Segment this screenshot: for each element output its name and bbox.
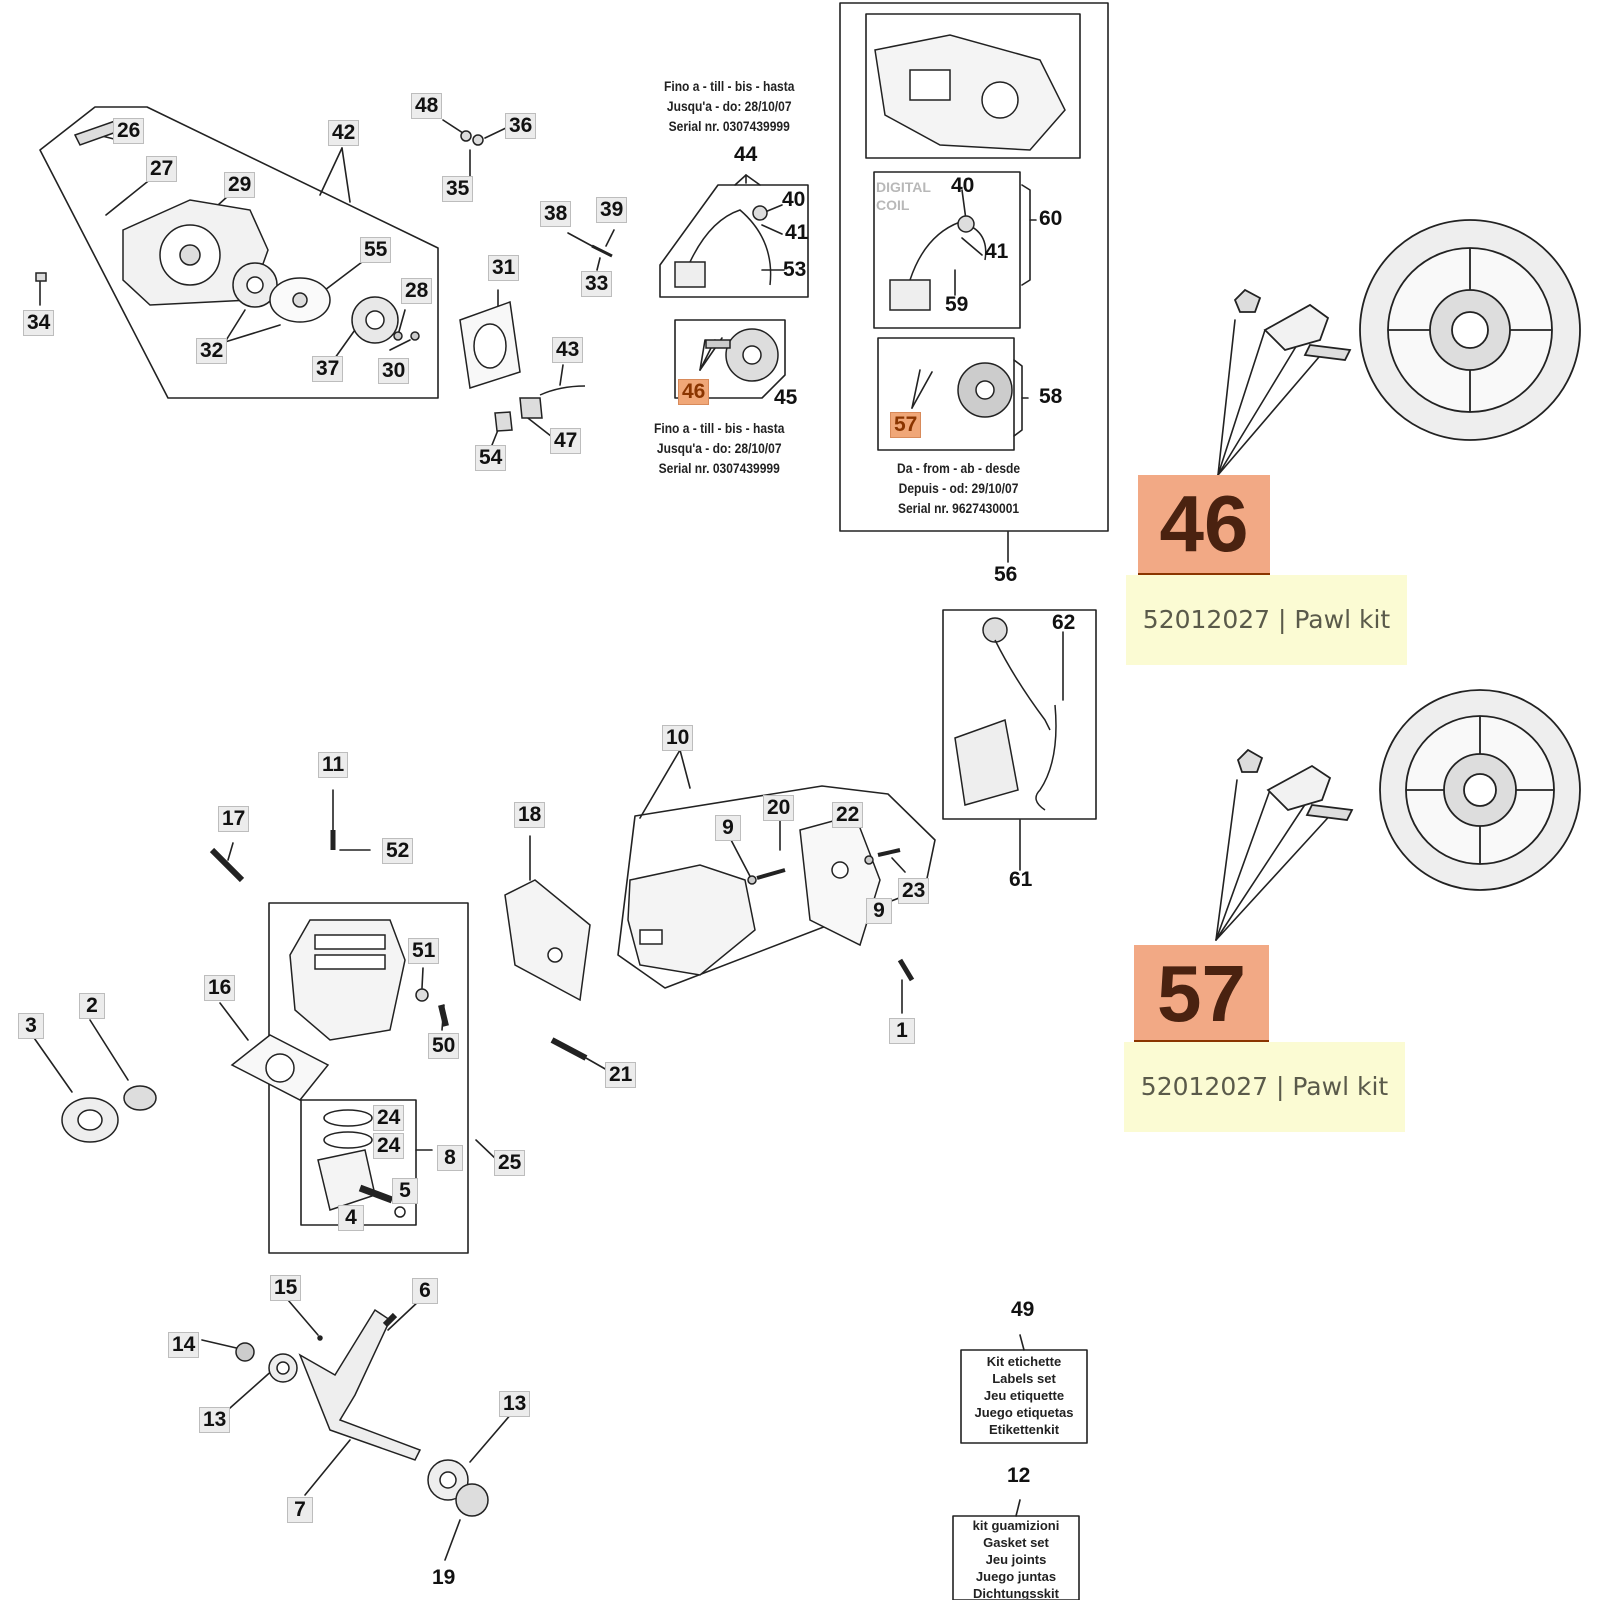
- box-61-outline: [942, 609, 1097, 820]
- pawl-group-outline-45: [674, 319, 786, 399]
- heat-shield-part: [504, 879, 591, 1002]
- highlight-46-badge[interactable]: 46: [1138, 475, 1270, 575]
- callout-33[interactable]: 33: [581, 271, 613, 297]
- callout-27[interactable]: 27: [146, 156, 178, 182]
- callout-56[interactable]: 56: [994, 563, 1018, 586]
- callout-43[interactable]: 43: [552, 337, 584, 363]
- callout-62[interactable]: 62: [1052, 611, 1076, 634]
- callout-16[interactable]: 16: [204, 975, 236, 1001]
- callout-35[interactable]: 35: [442, 176, 474, 202]
- callout-47[interactable]: 47: [550, 428, 582, 454]
- callout-17[interactable]: 17: [218, 806, 250, 832]
- callout-51[interactable]: 51: [408, 938, 440, 964]
- callout-18[interactable]: 18: [514, 802, 546, 828]
- callout-11[interactable]: 11: [318, 752, 349, 778]
- engine-block-sketch: [874, 34, 1066, 151]
- callout-28[interactable]: 28: [401, 278, 433, 304]
- callout-2[interactable]: 2: [79, 993, 105, 1019]
- callout-15[interactable]: 15: [270, 1275, 302, 1301]
- callout-21[interactable]: 21: [605, 1062, 637, 1088]
- callout-24-upper[interactable]: 24: [373, 1105, 405, 1131]
- callout-10[interactable]: 10: [662, 725, 694, 751]
- callout-41-coil[interactable]: 41: [785, 221, 809, 244]
- cylinder-part: [289, 919, 406, 1041]
- callout-29[interactable]: 29: [224, 172, 256, 198]
- callout-39[interactable]: 39: [596, 197, 628, 223]
- note-from-serial-56: Da - from - ab - desde Depuis - od: 29/1…: [897, 460, 1021, 516]
- starter-group-outline: [39, 106, 439, 399]
- callout-6[interactable]: 6: [412, 1278, 438, 1304]
- labels-kit-text: Kit etichette Labels set Jeu etiquette J…: [974, 1354, 1074, 1437]
- box-58-outline: [877, 337, 1015, 451]
- callout-55[interactable]: 55: [360, 237, 392, 263]
- callout-53[interactable]: 53: [783, 258, 807, 281]
- callout-12[interactable]: 12: [1007, 1464, 1031, 1487]
- callout-32[interactable]: 32: [196, 338, 228, 364]
- callout-30[interactable]: 30: [378, 358, 410, 384]
- callout-38[interactable]: 38: [540, 201, 572, 227]
- callout-31[interactable]: 31: [488, 255, 520, 281]
- callout-40-digital[interactable]: 40: [951, 174, 975, 197]
- callout-13-right[interactable]: 13: [499, 1391, 531, 1417]
- muffler-group-outline: [617, 785, 936, 989]
- callout-9-right[interactable]: 9: [866, 898, 892, 924]
- callout-24-lower[interactable]: 24: [373, 1133, 405, 1159]
- callout-13-left[interactable]: 13: [199, 1407, 231, 1433]
- piston-part: [317, 1149, 376, 1211]
- callout-8[interactable]: 8: [437, 1145, 463, 1171]
- callout-45[interactable]: 45: [774, 386, 798, 409]
- callout-46-small[interactable]: 46: [678, 379, 710, 405]
- callout-23[interactable]: 23: [898, 878, 930, 904]
- callout-36[interactable]: 36: [505, 113, 537, 139]
- note-till-serial-45: Fino a - till - bis - hasta Jusqu'a - do…: [654, 420, 785, 476]
- callout-5[interactable]: 5: [392, 1178, 418, 1204]
- callout-37[interactable]: 37: [312, 356, 344, 382]
- pawl-detail-bottom: [1236, 748, 1264, 773]
- callout-14[interactable]: 14: [168, 1332, 200, 1358]
- digital-coil-label: DIGITAL COIL: [876, 179, 931, 213]
- pawl-detail-top: [1233, 288, 1262, 313]
- callout-48[interactable]: 48: [411, 93, 443, 119]
- crankshaft-part: [298, 1308, 422, 1461]
- highlight-46-part-info[interactable]: 52012027 | Pawl kit: [1126, 575, 1407, 665]
- note-till-serial-44: Fino a - till - bis - hasta Jusqu'a - do…: [664, 78, 795, 134]
- callout-19[interactable]: 19: [432, 1566, 456, 1589]
- callout-4[interactable]: 4: [338, 1205, 364, 1231]
- highlight-57-badge[interactable]: 57: [1134, 945, 1269, 1042]
- muffler-part: [627, 864, 756, 976]
- box-60-outline: [873, 171, 1021, 329]
- callout-57-small[interactable]: 57: [890, 412, 922, 438]
- callout-34[interactable]: 34: [23, 310, 55, 336]
- callout-22[interactable]: 22: [832, 802, 864, 828]
- box-56-outline: [839, 2, 1109, 532]
- callout-40-coil[interactable]: 40: [782, 188, 806, 211]
- callout-7[interactable]: 7: [287, 1497, 313, 1523]
- callout-58[interactable]: 58: [1039, 385, 1063, 408]
- callout-1[interactable]: 1: [889, 1018, 915, 1044]
- callout-52[interactable]: 52: [382, 838, 414, 864]
- callout-26[interactable]: 26: [113, 118, 145, 144]
- callout-3[interactable]: 3: [18, 1013, 44, 1039]
- gasket-kit-text: kit guamizioni Gasket set Jeu joints Jue…: [972, 1518, 1060, 1599]
- coil-group-outline-44: [659, 184, 809, 298]
- box-56-engine-outline: [865, 13, 1081, 159]
- callout-54[interactable]: 54: [475, 445, 507, 471]
- callout-49[interactable]: 49: [1011, 1298, 1035, 1321]
- callout-9-left[interactable]: 9: [715, 815, 741, 841]
- callout-41-digital[interactable]: 41: [985, 240, 1009, 263]
- callout-61[interactable]: 61: [1009, 868, 1033, 891]
- callout-60[interactable]: 60: [1039, 207, 1063, 230]
- callout-59[interactable]: 59: [945, 293, 969, 316]
- callout-44[interactable]: 44: [734, 143, 758, 166]
- callout-42[interactable]: 42: [328, 120, 360, 146]
- highlight-57-part-info[interactable]: 52012027 | Pawl kit: [1124, 1042, 1405, 1132]
- callout-50[interactable]: 50: [428, 1033, 460, 1059]
- callout-25[interactable]: 25: [494, 1150, 526, 1176]
- callout-20[interactable]: 20: [763, 795, 795, 821]
